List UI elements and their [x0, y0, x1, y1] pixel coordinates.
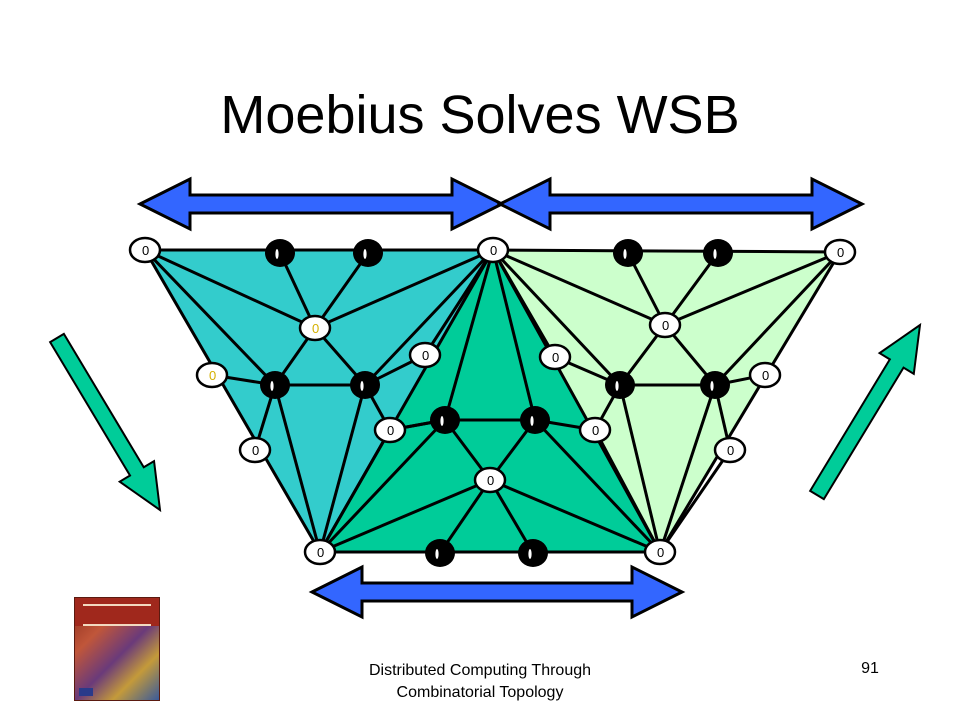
- white-vertex: [238, 436, 272, 464]
- vertex-label: 0: [727, 443, 734, 458]
- black-vertex: [518, 539, 548, 567]
- graph-edge: [273, 383, 322, 554]
- vertex-label: 0: [837, 245, 844, 260]
- slide-title: Moebius Solves WSB: [220, 85, 740, 145]
- graph-edge: [658, 250, 842, 554]
- vertex-mark: [713, 249, 717, 259]
- black-vertex: [265, 239, 295, 267]
- black-vertex: [703, 239, 733, 267]
- vertex-label: 0: [592, 423, 599, 438]
- white-vertex: [298, 314, 332, 342]
- graph-edge: [143, 248, 322, 554]
- vertex-mark: [528, 549, 532, 559]
- white-vertex: [823, 238, 857, 266]
- vertex-mark: [440, 416, 444, 426]
- white-vertex: [128, 236, 162, 264]
- graph-edge: [318, 428, 392, 554]
- vertex-mark: [435, 549, 439, 559]
- graph-edge: [443, 248, 495, 422]
- vertex-mark: [615, 381, 619, 391]
- vertex-label: 0: [317, 545, 324, 560]
- graph-edge: [313, 248, 495, 330]
- white-vertex: [476, 236, 510, 264]
- center-region: [320, 250, 660, 552]
- graph-edge: [143, 248, 277, 387]
- vertex-label: 0: [662, 318, 669, 333]
- white-vertex: [748, 361, 782, 389]
- graph-edge: [488, 478, 662, 554]
- graph-edge: [318, 478, 492, 554]
- double-arrow-bottom: [308, 564, 686, 620]
- vertex-mark: [360, 381, 364, 391]
- black-vertex: [700, 371, 730, 399]
- black-vertex: [520, 406, 550, 434]
- black-vertex: [350, 371, 380, 399]
- vertex-label: 0: [552, 350, 559, 365]
- graph-edge: [491, 248, 667, 327]
- white-vertex: [578, 416, 612, 444]
- white-vertex: [195, 361, 229, 389]
- vertex-label: 0: [490, 243, 497, 258]
- graph-edge: [313, 251, 370, 330]
- black-vertex: [613, 239, 643, 267]
- left-region: [145, 250, 493, 552]
- vertex-mark: [710, 381, 714, 391]
- graph-edge: [658, 383, 717, 554]
- vertex-label: 0: [422, 348, 429, 363]
- vertex-mark: [270, 381, 274, 391]
- vertex-label: 0: [312, 321, 319, 336]
- graph-edge: [318, 418, 447, 554]
- graph-edge: [143, 248, 317, 330]
- white-vertex: [303, 538, 337, 566]
- right-region: [493, 250, 840, 552]
- black-vertex: [430, 406, 460, 434]
- white-vertex: [713, 436, 747, 464]
- graph-edge: [663, 251, 720, 327]
- side-arrow-left: [48, 332, 162, 513]
- white-vertex: [643, 538, 677, 566]
- vertex-label: 0: [657, 545, 664, 560]
- graph-edge: [618, 383, 662, 554]
- vertex-label: 0: [487, 473, 494, 488]
- graph-edge: [491, 248, 842, 254]
- graph-edge: [491, 248, 557, 359]
- vertex-label: 0: [387, 423, 394, 438]
- black-vertex: [260, 371, 290, 399]
- double-arrow-top-left: [136, 176, 506, 232]
- vertex-label: 0: [142, 243, 149, 258]
- graph-edge: [491, 248, 537, 422]
- white-vertex: [473, 466, 507, 494]
- vertex-mark: [275, 249, 279, 259]
- graph-edge: [491, 248, 622, 387]
- graph-edge: [438, 478, 492, 555]
- book-cover-image: [74, 597, 160, 701]
- footer-text: Distributed Computing Through Combinator…: [368, 662, 592, 701]
- graph-edge: [713, 250, 842, 387]
- black-vertex: [425, 539, 455, 567]
- graph-edge: [423, 248, 495, 357]
- vertex-mark: [530, 416, 534, 426]
- black-vertex: [353, 239, 383, 267]
- graph-edge: [658, 448, 732, 554]
- graph-edge: [593, 428, 662, 554]
- graph-edge: [363, 248, 495, 387]
- vertex-mark: [623, 249, 627, 259]
- black-vertex: [605, 371, 635, 399]
- side-arrow-right: [808, 322, 922, 501]
- vertex-mark: [363, 249, 367, 259]
- vertex-label: 0: [209, 368, 216, 383]
- graph-edge: [318, 383, 367, 554]
- white-vertex: [408, 341, 442, 369]
- graph-edge: [663, 250, 842, 327]
- graph-edge: [533, 418, 662, 554]
- white-vertex: [538, 343, 572, 371]
- double-arrow-top-right: [496, 176, 866, 232]
- vertex-label: 0: [762, 368, 769, 383]
- white-vertex: [373, 416, 407, 444]
- slide-number: 91: [861, 660, 879, 677]
- vertex-label: 0: [252, 443, 259, 458]
- white-vertex: [648, 311, 682, 339]
